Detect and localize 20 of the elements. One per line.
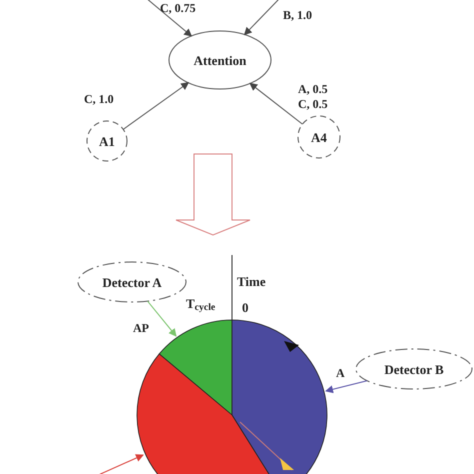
edge-label: AP <box>133 321 150 336</box>
edge-label: B, 1.0 <box>283 8 314 23</box>
axis-label: 0 <box>242 301 248 314</box>
edge-label: C, 0.75 <box>160 1 197 16</box>
arrow <box>146 0 192 37</box>
node-label: A4 <box>311 130 327 144</box>
arrow <box>244 0 280 36</box>
arrow <box>122 82 190 130</box>
edge-label: A, 0.5 C, 0.5 <box>298 82 329 112</box>
edge-label: C, 1.0 <box>84 92 115 107</box>
node-label: Attention <box>194 54 246 66</box>
arrow <box>249 82 303 125</box>
node-label: Detector B <box>384 362 444 376</box>
edge-label: A <box>336 366 346 381</box>
axis-label: Time <box>237 275 266 288</box>
arrow <box>325 380 368 394</box>
arrow <box>147 300 177 337</box>
axis-label: T$_{cycle}$ <box>186 297 216 310</box>
node-label: Detector A <box>102 276 162 288</box>
node-label: A1 <box>99 134 115 148</box>
